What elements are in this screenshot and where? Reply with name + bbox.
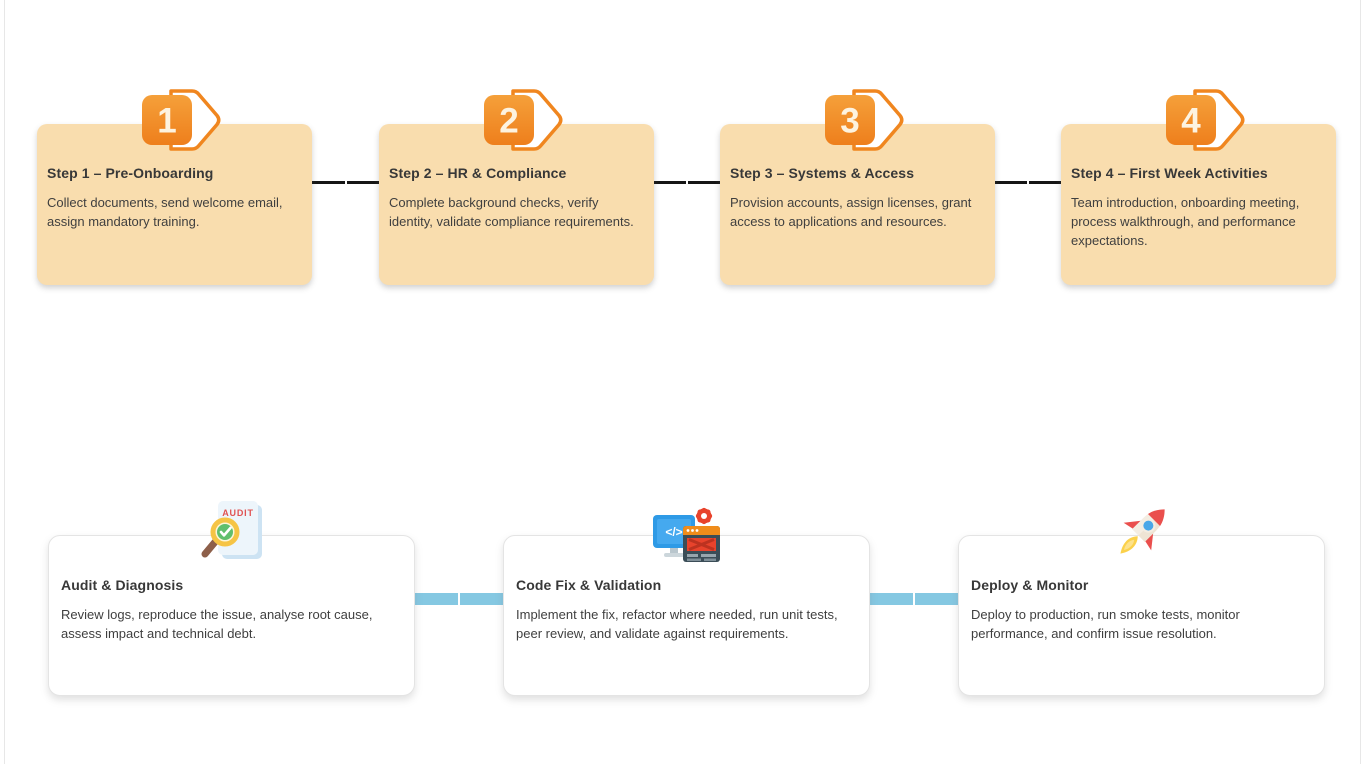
flow-connector: [310, 181, 381, 184]
step-description: Provision accounts, assign licenses, gra…: [730, 195, 972, 229]
step-badge-icon: 2: [483, 89, 562, 151]
onboarding-step-card: 1 Step 1 – Pre-Onboarding Collect docume…: [37, 89, 312, 285]
step-description: Complete background checks, verify ident…: [389, 195, 634, 229]
audit-document-magnifier-icon: AUDIT: [201, 501, 262, 559]
bugfix-step-card: </> Code Fix & Validation Implement the …: [503, 507, 870, 696]
rocket-icon: [1119, 509, 1165, 554]
flow-connector: [651, 181, 722, 184]
step-description: Deploy to production, run smoke tests, m…: [971, 607, 1240, 641]
step-title: Code Fix & Validation: [516, 577, 662, 593]
onboarding-step-card: 2 Step 2 – HR & Compliance Complete back…: [379, 89, 654, 285]
step-description: Team introduction, onboarding meeting, p…: [1071, 195, 1300, 248]
code-glyph: </>: [665, 525, 682, 539]
step-title: Deploy & Monitor: [971, 577, 1089, 593]
step-badge-icon: 1: [141, 89, 220, 151]
step-number: 2: [499, 102, 518, 141]
flow-connector: [868, 593, 960, 605]
step-badge-icon: 4: [1165, 89, 1244, 151]
page-panel-border: [4, 0, 1361, 764]
audit-label: AUDIT: [222, 508, 254, 518]
step-title: Step 3 – Systems & Access: [730, 165, 915, 181]
step-description: Implement the fix, refactor where needed…: [516, 607, 838, 641]
step-number: 1: [157, 102, 176, 141]
step-number: 4: [1181, 102, 1201, 141]
bugfix-step-card: Deploy & Monitor Deploy to production, r…: [958, 509, 1325, 696]
step-title: Step 1 – Pre-Onboarding: [47, 165, 214, 181]
step-number: 3: [840, 102, 859, 141]
flow-connector: [993, 181, 1063, 184]
onboarding-step-card: 4 Step 4 – First Week Activities Team in…: [1061, 89, 1336, 285]
code-window-gear-icon: </>: [652, 507, 720, 562]
step-description: Collect documents, send welcome email, a…: [47, 195, 283, 229]
onboarding-step-card: 3 Step 3 – Systems & Access Provision ac…: [720, 89, 995, 285]
bugfix-step-card: AUDIT Audit & Diagnosis Review logs, rep…: [48, 501, 415, 696]
step-title: Step 4 – First Week Activities: [1071, 165, 1268, 181]
step-badge-icon: 3: [824, 89, 903, 151]
step-title: Step 2 – HR & Compliance: [389, 165, 567, 181]
flow-connector: [413, 593, 505, 605]
step-title: Audit & Diagnosis: [61, 577, 184, 593]
step-description: Review logs, reproduce the issue, analys…: [61, 607, 373, 641]
